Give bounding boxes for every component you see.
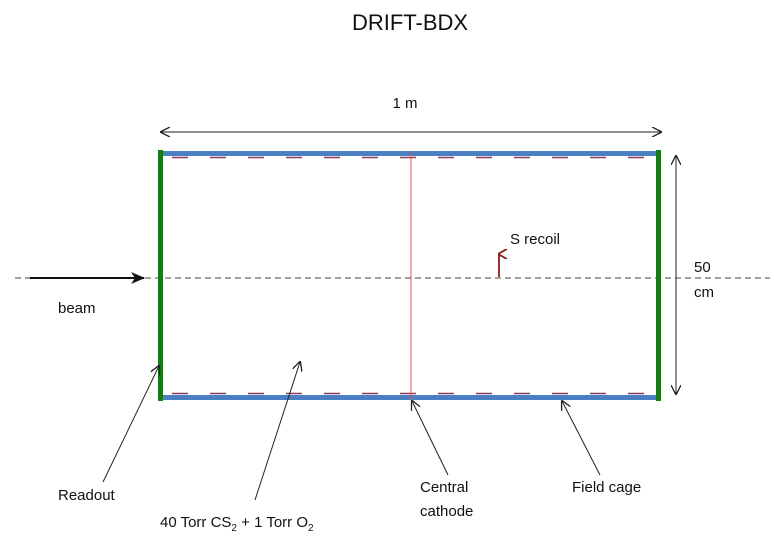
field-cage-top: [161, 151, 659, 156]
gas-label-part2: + 1 Torr O: [237, 514, 308, 531]
gas-label-sub1: 2: [231, 523, 237, 534]
height-label-unit: cm: [694, 284, 714, 301]
recoil-label: S recoil: [510, 231, 560, 248]
fieldcage-label: Field cage: [572, 479, 641, 496]
gas-label-sub2: 2: [308, 523, 314, 534]
field-cage-bottom: [161, 395, 659, 400]
cathode-label-line1: Central: [420, 479, 468, 496]
length-label: 1 m: [392, 95, 417, 112]
readout-callout: [102, 366, 159, 483]
height-label-number: 50: [694, 259, 711, 276]
gas-label: 40 Torr CS2 + 1 Torr O2: [160, 514, 314, 534]
readout-right: [656, 150, 661, 401]
fieldcage-callout: [562, 401, 601, 476]
readout-label: Readout: [58, 487, 116, 504]
gas-label-part1: 40 Torr CS: [160, 514, 231, 531]
cathode-callout: [412, 401, 449, 476]
cathode-label-line2: cathode: [420, 503, 473, 520]
gas-callout: [254, 362, 300, 501]
beam-label: beam: [58, 300, 96, 317]
diagram-title: DRIFT-BDX: [352, 10, 468, 35]
readout-left: [158, 150, 163, 401]
